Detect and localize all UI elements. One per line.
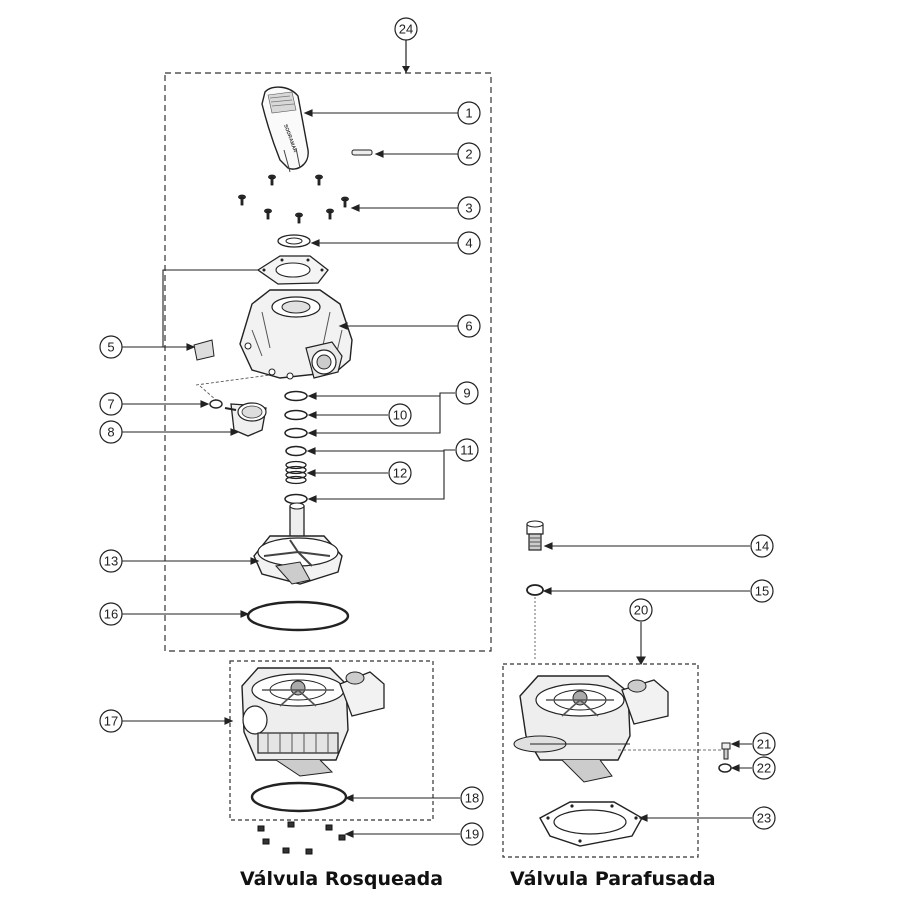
bolted-valve-caption: Válvula Parafusada bbox=[510, 868, 716, 890]
callout-4: 4 bbox=[457, 231, 481, 255]
callout-7: 7 bbox=[99, 392, 123, 416]
callout-15: 15 bbox=[750, 579, 774, 603]
callout-5: 5 bbox=[99, 335, 123, 359]
svg-text:1: 1 bbox=[465, 106, 472, 121]
bolted-valve-dashed-box bbox=[502, 663, 699, 858]
bolt-washer-part bbox=[718, 763, 732, 773]
svg-text:11: 11 bbox=[460, 443, 474, 458]
callout-8: 8 bbox=[99, 420, 123, 444]
svg-text:12: 12 bbox=[393, 466, 407, 481]
svg-text:18: 18 bbox=[465, 791, 479, 806]
threaded-valve-dashed-box bbox=[229, 660, 434, 821]
callout-3: 3 bbox=[457, 196, 481, 220]
lid-gasket-part bbox=[256, 255, 329, 285]
threaded-valve-caption: Válvula Rosqueada bbox=[240, 868, 444, 890]
spring-part bbox=[285, 460, 307, 485]
svg-text:21: 21 bbox=[757, 737, 771, 752]
svg-text:3: 3 bbox=[465, 201, 472, 216]
gauge-oring-part bbox=[209, 399, 223, 409]
svg-text:16: 16 bbox=[104, 607, 118, 622]
callout-11: 11 bbox=[455, 438, 479, 462]
callout-2: 2 bbox=[457, 142, 481, 166]
threaded-valve-body-part bbox=[241, 667, 385, 777]
nuts-part bbox=[257, 821, 346, 855]
callout-14: 14 bbox=[750, 534, 774, 558]
callout-1: 1 bbox=[457, 101, 481, 125]
svg-text:24: 24 bbox=[399, 22, 413, 37]
svg-text:7: 7 bbox=[107, 397, 114, 412]
svg-text:23: 23 bbox=[757, 811, 771, 826]
callout-12: 12 bbox=[388, 461, 412, 485]
oring-stack bbox=[284, 390, 308, 505]
callout-23: 23 bbox=[752, 806, 776, 830]
callout-20: 20 bbox=[629, 598, 653, 622]
screws-part bbox=[238, 174, 349, 224]
leader-lines bbox=[122, 109, 752, 838]
bolted-valve-body-part bbox=[513, 675, 669, 783]
threaded-oring-part bbox=[250, 781, 348, 813]
callout-6: 6 bbox=[457, 314, 481, 338]
callout-13: 13 bbox=[99, 549, 123, 573]
svg-text:20: 20 bbox=[634, 603, 648, 618]
drain-fitting-part bbox=[526, 520, 544, 551]
svg-text:8: 8 bbox=[107, 425, 114, 440]
label-sticker-part bbox=[193, 339, 215, 361]
callout-19: 19 bbox=[460, 822, 484, 846]
svg-text:2: 2 bbox=[465, 147, 472, 162]
svg-text:5: 5 bbox=[107, 340, 114, 355]
fitting-oring-part bbox=[526, 584, 544, 596]
svg-text:17: 17 bbox=[104, 714, 118, 729]
flange-gasket-part bbox=[539, 801, 643, 847]
svg-text:13: 13 bbox=[104, 554, 118, 569]
svg-text:15: 15 bbox=[755, 584, 769, 599]
pin-part bbox=[351, 149, 373, 156]
svg-text:10: 10 bbox=[393, 408, 407, 423]
callout-10: 10 bbox=[388, 403, 412, 427]
kit-24-dashed-box bbox=[164, 72, 492, 652]
callout-16: 16 bbox=[99, 602, 123, 626]
large-oring-part bbox=[246, 600, 350, 632]
callout-24: 24 bbox=[394, 17, 418, 41]
callout-21: 21 bbox=[752, 732, 776, 756]
svg-text:14: 14 bbox=[755, 539, 769, 554]
callout-17: 17 bbox=[99, 709, 123, 733]
svg-text:19: 19 bbox=[465, 827, 479, 842]
callout-9: 9 bbox=[455, 381, 479, 405]
bolt-part bbox=[721, 742, 731, 760]
svg-text:6: 6 bbox=[465, 319, 472, 334]
svg-text:4: 4 bbox=[465, 236, 472, 251]
valve-cover-part bbox=[239, 289, 353, 380]
rotor-part bbox=[253, 502, 343, 585]
callout-18: 18 bbox=[460, 786, 484, 810]
svg-text:22: 22 bbox=[757, 761, 771, 776]
callout-22: 22 bbox=[752, 756, 776, 780]
handle-part: SODRAMAR bbox=[261, 86, 309, 173]
svg-text:9: 9 bbox=[463, 386, 470, 401]
